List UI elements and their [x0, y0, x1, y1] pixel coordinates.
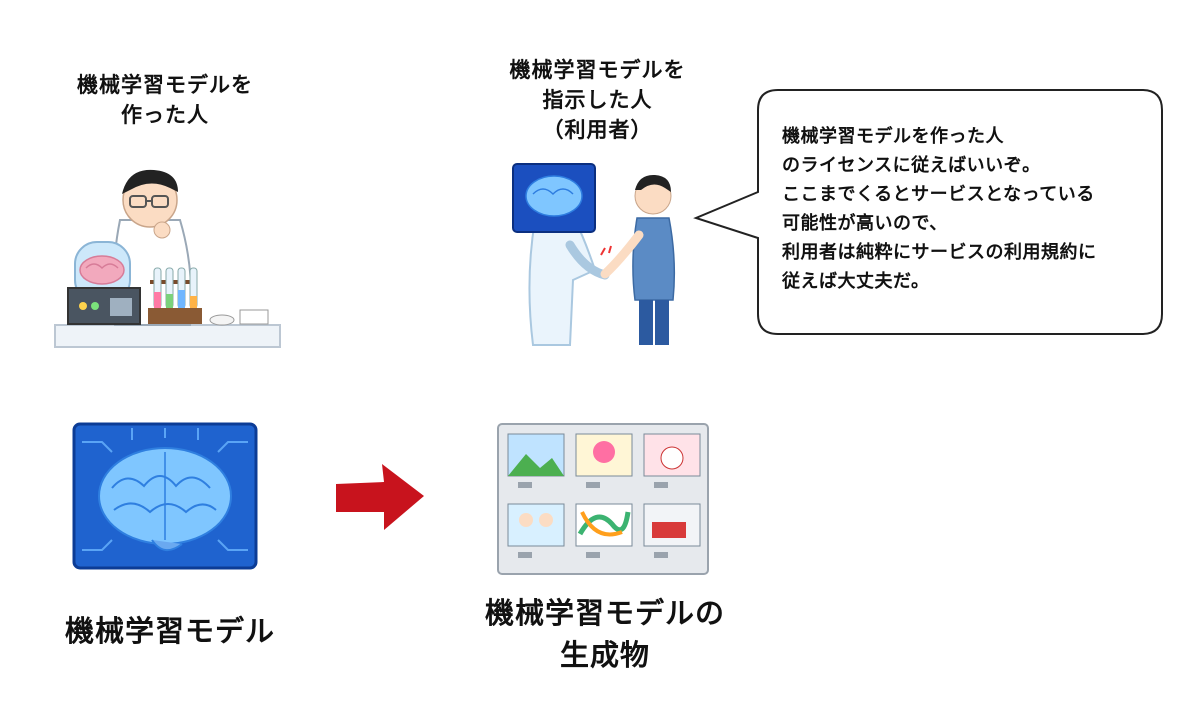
- brain-chip-icon: [72, 422, 258, 570]
- speech-bubble: 機械学習モデルを作った人 のライセンスに従えばいいぞ。 ここまでくるとサービスと…: [690, 88, 1170, 338]
- right-arrow-icon: [332, 462, 428, 532]
- model-label: 機械学習モデル: [64, 614, 275, 648]
- robot-handshake-icon: [505, 160, 690, 350]
- scientist-with-brain-jar-icon: [50, 160, 290, 355]
- output-label: 機械学習モデルの 生成物: [484, 596, 725, 672]
- speech-bubble-text: 機械学習モデルを作った人 のライセンスに従えばいいぞ。 ここまでくるとサービスと…: [782, 126, 1097, 292]
- creator-label: 機械学習モデルを 作った人: [77, 72, 253, 127]
- image-gallery-icon: [496, 422, 710, 576]
- user-label: 機械学習モデルを 指示した人 （利用者）: [509, 57, 686, 142]
